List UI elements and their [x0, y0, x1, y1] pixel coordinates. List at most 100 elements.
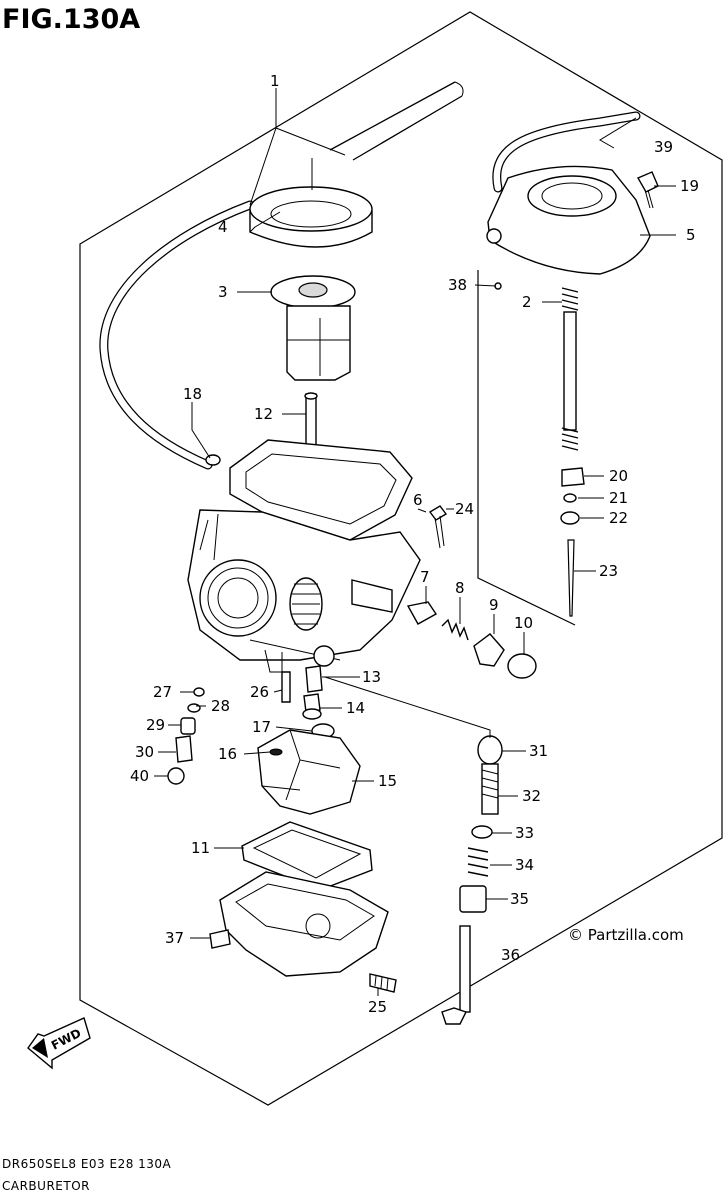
callout-38: 38: [448, 276, 467, 294]
callout-20: 20: [609, 467, 628, 485]
spring-34: [467, 847, 489, 877]
washer-33: [471, 825, 493, 839]
o-ring-10: [507, 653, 537, 679]
subassembly-frame: [477, 270, 576, 626]
callout-40: 40: [130, 767, 149, 785]
washer-22: [560, 511, 580, 525]
screw-19-shank: [644, 189, 654, 209]
screw-19: [637, 171, 659, 193]
washer-27: [193, 687, 205, 697]
callout-15: 15: [378, 772, 397, 790]
plunger-36: [459, 925, 471, 1013]
piston-3-body: [286, 305, 351, 381]
screw-26: [281, 671, 291, 703]
cover-35: [459, 885, 487, 913]
callout-14: 14: [346, 699, 365, 717]
piston-3-boss: [298, 282, 328, 298]
spring-8: [441, 618, 469, 641]
callout-32: 32: [522, 787, 541, 805]
callout-21: 21: [609, 489, 628, 507]
callout-34: 34: [515, 856, 534, 874]
spring-2: [561, 287, 579, 311]
float-chamber: [219, 871, 389, 977]
seat-20: [561, 467, 585, 487]
main-jet-14: [303, 693, 321, 713]
float-valve-16: [269, 748, 283, 756]
jet-needle-12-cap: [304, 392, 318, 400]
washer-9: [473, 633, 505, 667]
top-cover-5-hole: [541, 182, 603, 210]
callout-24: 24: [455, 500, 474, 518]
callout-12: 12: [254, 405, 273, 423]
callout-28: 28: [211, 697, 230, 715]
callout-8: 8: [455, 579, 465, 597]
callout-35: 35: [510, 890, 529, 908]
screw-37: [209, 929, 231, 949]
model-code: DR650SEL8 E03 E28 130A: [2, 1157, 172, 1171]
assembly-frame: [79, 11, 723, 1106]
gasket-11-inner: [252, 829, 362, 879]
spring-2-lower: [561, 427, 579, 451]
callout-37: 37: [165, 929, 184, 947]
callout-30: 30: [135, 743, 154, 761]
callout-5: 5: [686, 226, 696, 244]
hose-39-core: [493, 112, 640, 192]
callout-9: 9: [489, 596, 499, 614]
carburetor-body: [187, 439, 421, 673]
float-chamber-boss: [305, 913, 331, 939]
hose-1-end: [454, 81, 464, 97]
callout-31: 31: [529, 742, 548, 760]
screw-25: [369, 973, 397, 993]
callouts: 1 2 3 4 5 6 7 8 9 10 11 12 13 14 15 16 1…: [130, 72, 699, 1016]
plunger-32: [481, 763, 499, 815]
callout-3: 3: [218, 283, 228, 301]
callout-10: 10: [514, 614, 533, 632]
gasket-11: [241, 821, 373, 891]
piston-3-cutaway: [287, 318, 350, 376]
vent-hose-18-end: [205, 454, 221, 466]
callout-33: 33: [515, 824, 534, 842]
callout-1: 1: [270, 72, 280, 90]
callout-6: 6: [413, 491, 423, 509]
fwd-arrow-icon: FWD: [27, 1017, 91, 1070]
float-chamber-inner: [235, 883, 375, 941]
callout-22: 22: [609, 509, 628, 527]
diaphragm-4-top: [249, 186, 373, 232]
spring-29: [180, 717, 196, 735]
plunger-36-foot: [441, 1007, 467, 1025]
top-cover-5-screw-boss: [486, 228, 502, 244]
callout-16: 16: [218, 745, 237, 763]
spring-2-rod: [563, 311, 577, 431]
callout-36: 36: [501, 946, 520, 964]
jet-needle-23: [567, 539, 575, 617]
clip-21: [563, 493, 577, 503]
callout-2: 2: [522, 293, 532, 311]
copyright-notice: © Partzilla.com: [568, 926, 684, 944]
float-15: [257, 729, 361, 815]
leader-lines: [154, 88, 676, 996]
section-name: CARBURETOR: [2, 1179, 90, 1193]
vent-hose-18-core: [100, 201, 254, 469]
screw-24-shank: [434, 515, 445, 549]
callout-13: 13: [362, 668, 381, 686]
callout-27: 27: [153, 683, 172, 701]
callout-19: 19: [680, 177, 699, 195]
callout-23: 23: [599, 562, 618, 580]
callout-26: 26: [250, 683, 269, 701]
top-cover-5-rim: [527, 175, 617, 217]
float-15-detail: [261, 729, 341, 801]
callout-18: 18: [183, 385, 202, 403]
nut-31: [477, 735, 503, 765]
needle-jet-13: [305, 665, 323, 693]
callout-17: 17: [252, 718, 271, 736]
callout-4: 4: [218, 218, 228, 236]
main-jet-14-head: [302, 708, 322, 720]
callout-29: 29: [146, 716, 165, 734]
screw-24: [428, 505, 448, 521]
screw-30: [175, 735, 193, 763]
plunger-32-thread: [481, 769, 499, 799]
cap-40: [167, 767, 185, 785]
hose-1: [329, 81, 463, 161]
callout-39: 39: [654, 138, 673, 156]
